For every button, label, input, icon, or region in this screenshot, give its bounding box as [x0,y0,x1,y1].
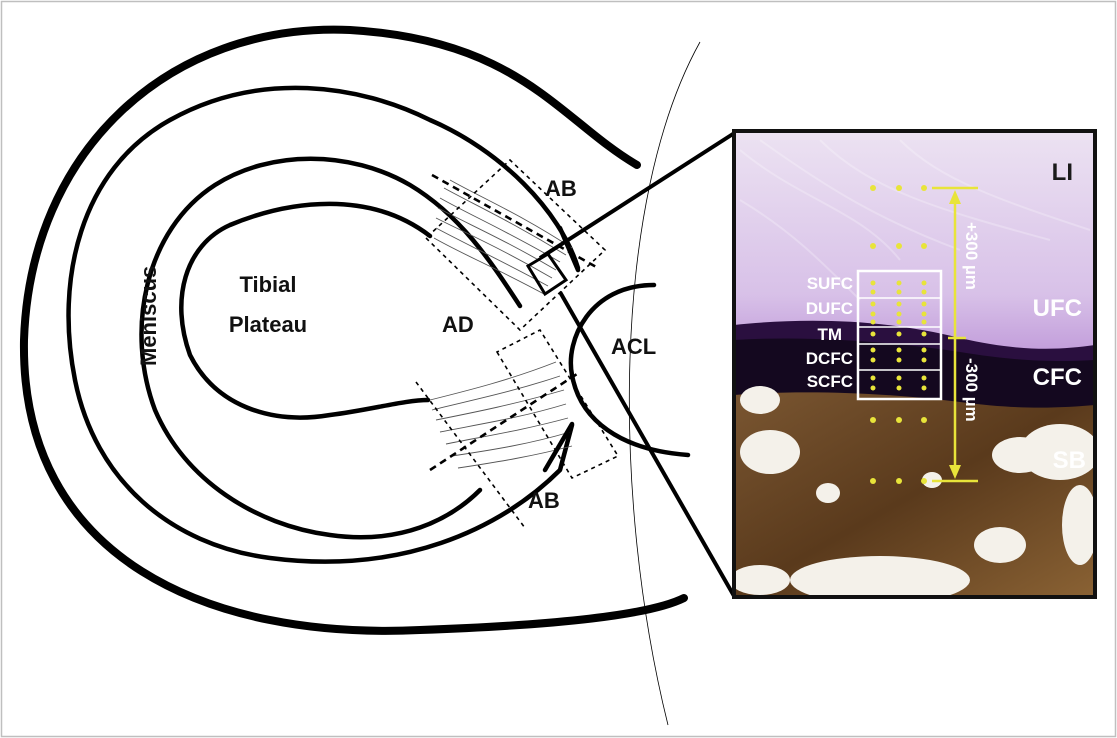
scale-label-plus: +300 µm [962,222,981,290]
zone-label-ufc: UFC [1033,295,1082,322]
sublayer-label-tm: TM [817,325,842,344]
zone-label-cfc: CFC [1033,364,1082,391]
sublayer-label-dufc: DUFC [806,299,853,318]
label-acl: ACL [611,334,656,359]
sublayer-label-dcfc: DCFC [806,349,853,368]
label-ab-top: AB [545,176,577,201]
scale-label-minus: -300 µm [962,358,981,422]
zone-label-li: LI [1052,159,1073,186]
label-tibial: Tibial [239,272,296,297]
zone-label-sb: SB [1053,447,1086,474]
sublayer-label-sufc: SUFC [807,274,853,293]
label-ab-bottom: AB [528,488,560,513]
label-ad: AD [442,312,474,337]
label-meniscus: Meniscus [136,266,161,366]
label-plateau: Plateau [229,312,307,337]
sublayer-label-scfc: SCFC [807,372,853,391]
